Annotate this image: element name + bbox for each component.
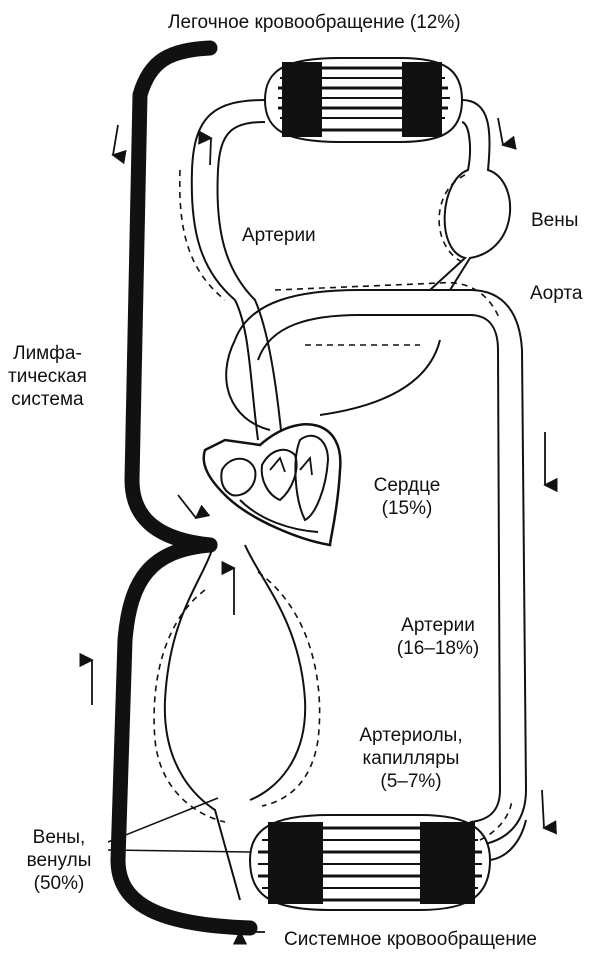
arterioles-label: Артериолы, капилляры (5–7%) [336,724,486,793]
pulmonary-vein [450,100,510,290]
vena-cava-dashed-right [258,572,320,806]
heart-label: Сердце (15%) [362,474,452,520]
vena-cava-inner [245,545,305,800]
arrow-lymph-top [113,125,118,155]
arterioles-line-2: капилляры [336,747,486,770]
veins-line-2: венулы [14,849,104,872]
lymphatic-vessel-lower [118,545,250,928]
vena-cava-outer [165,540,240,900]
lung-capillary-bed [265,58,462,142]
lymph-line-3: система [8,388,87,411]
arterioles-line-3: (5–7%) [336,770,486,793]
veins-pointer-2 [108,850,250,852]
arteries-top-label: Артерии [242,224,316,247]
veins-top-label: Вены [531,209,578,232]
veins-venules-label: Вены, венулы (50%) [14,826,104,895]
arrow-lymph-to-heart [178,495,196,518]
pulmonary-artery-inner [217,122,282,440]
veins-line-1: Вены, [14,826,104,849]
arteries-line-2: (16–18%) [378,637,498,660]
systemic-capillary-bed [250,815,490,910]
arrow-pulm-up [210,138,211,165]
heart [204,424,341,545]
pulmonary-vein-inner [430,122,470,290]
arrow-pulm-vein [498,118,503,145]
systemic-circulation-label: Системное кровообращение [284,928,537,951]
heart-line-2: (15%) [362,497,452,520]
arrow-systemic-down [542,790,544,828]
heart-line-1: Сердце [362,474,452,497]
veins-line-3: (50%) [14,872,104,895]
lymph-line-1: Лимфа- [8,342,87,365]
lymphatic-system-label: Лимфа- тическая система [8,342,87,411]
pulmonary-circulation-label: Легочное кровообращение (12%) [168,11,461,34]
arterioles-line-1: Артериолы, [336,724,486,747]
arch-inner-curve [320,340,440,415]
lymph-line-2: тическая [8,365,87,388]
lymphatic-vessel [132,48,210,545]
arteries-line-1: Артерии [378,614,498,637]
aorta-label: Аорта [530,282,582,305]
arteries-label: Артерии (16–18%) [378,614,498,660]
